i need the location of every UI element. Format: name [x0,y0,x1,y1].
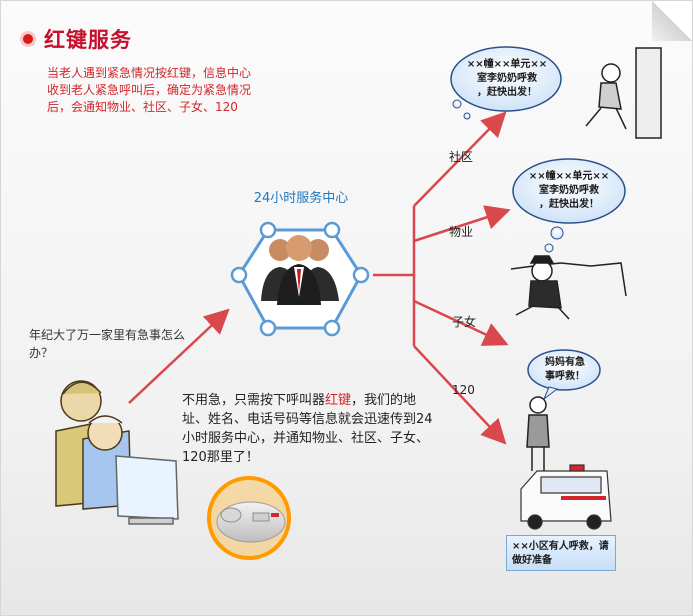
title-bullet-icon [23,34,33,44]
bubble-line: ，赶快出发！ [477,87,537,98]
bubble-line: ，赶快出发！ [539,199,599,210]
page-title: 红键服务 [44,28,132,52]
answer-text-before: 不用急，只需按下呼叫器 [182,393,326,408]
answer-text: 不用急，只需按下呼叫器红键，我们的地址、姓名、电话号码等信息就会迅速传到24小时… [182,391,438,467]
ambulance-note: ××小区有人呼救，请做好准备 [506,535,616,571]
branch-label-community: 社区 [449,150,474,164]
alarm-device-icon [207,476,291,560]
bubble-text-property: ××幢××单元×× 室李奶奶呼救 ，赶快出发！ [526,170,612,212]
answer-text-after: ，我们的地址、姓名、电话号码等信息就会迅速传到24小时服务中心，并通知物业、社区… [182,393,433,465]
bubble-line: 室李奶奶呼救 [539,185,599,196]
security-guard-icon [510,255,627,320]
operators-icon [261,235,339,305]
branch-label-property: 物业 [449,225,474,239]
answer-highlight: 红键 [325,393,352,408]
ambulance-icon [520,464,612,530]
running-person-icon [585,47,662,139]
bubble-text-child: 妈妈有急 事呼救！ [535,356,595,384]
hub-label: 24小时服务中心 [253,191,349,206]
bubble-line: 室李奶奶呼救 [477,73,537,84]
question-text: 年纪大了万一家里有急事怎么办？ [29,328,186,360]
speech-bubble-child [527,349,601,401]
bubble-line: ××幢××单元×× [466,59,548,70]
arrow-to-hub [128,308,230,404]
bubble-line: 事呼救！ [545,371,585,382]
phone-person-icon [526,396,550,471]
branch-label-120: 120 [452,383,475,397]
bubble-line: 妈妈有急 [545,357,585,368]
bubble-line: ××幢××单元×× [528,171,610,182]
computer-icon [115,455,179,525]
page-curl [652,1,692,41]
bubble-text-community: ××幢××单元×× 室李奶奶呼救 ，赶快出发！ [464,58,550,100]
branch-lines [373,111,511,445]
speech-bubble-property [512,158,626,253]
intro-text: 当老人遇到紧急情况按红键，信息中心收到老人紧急呼叫后，确定为紧急情况后，会通知物… [47,66,252,114]
branch-label-child: 子女 [452,315,477,329]
speech-bubble-community [450,46,562,120]
